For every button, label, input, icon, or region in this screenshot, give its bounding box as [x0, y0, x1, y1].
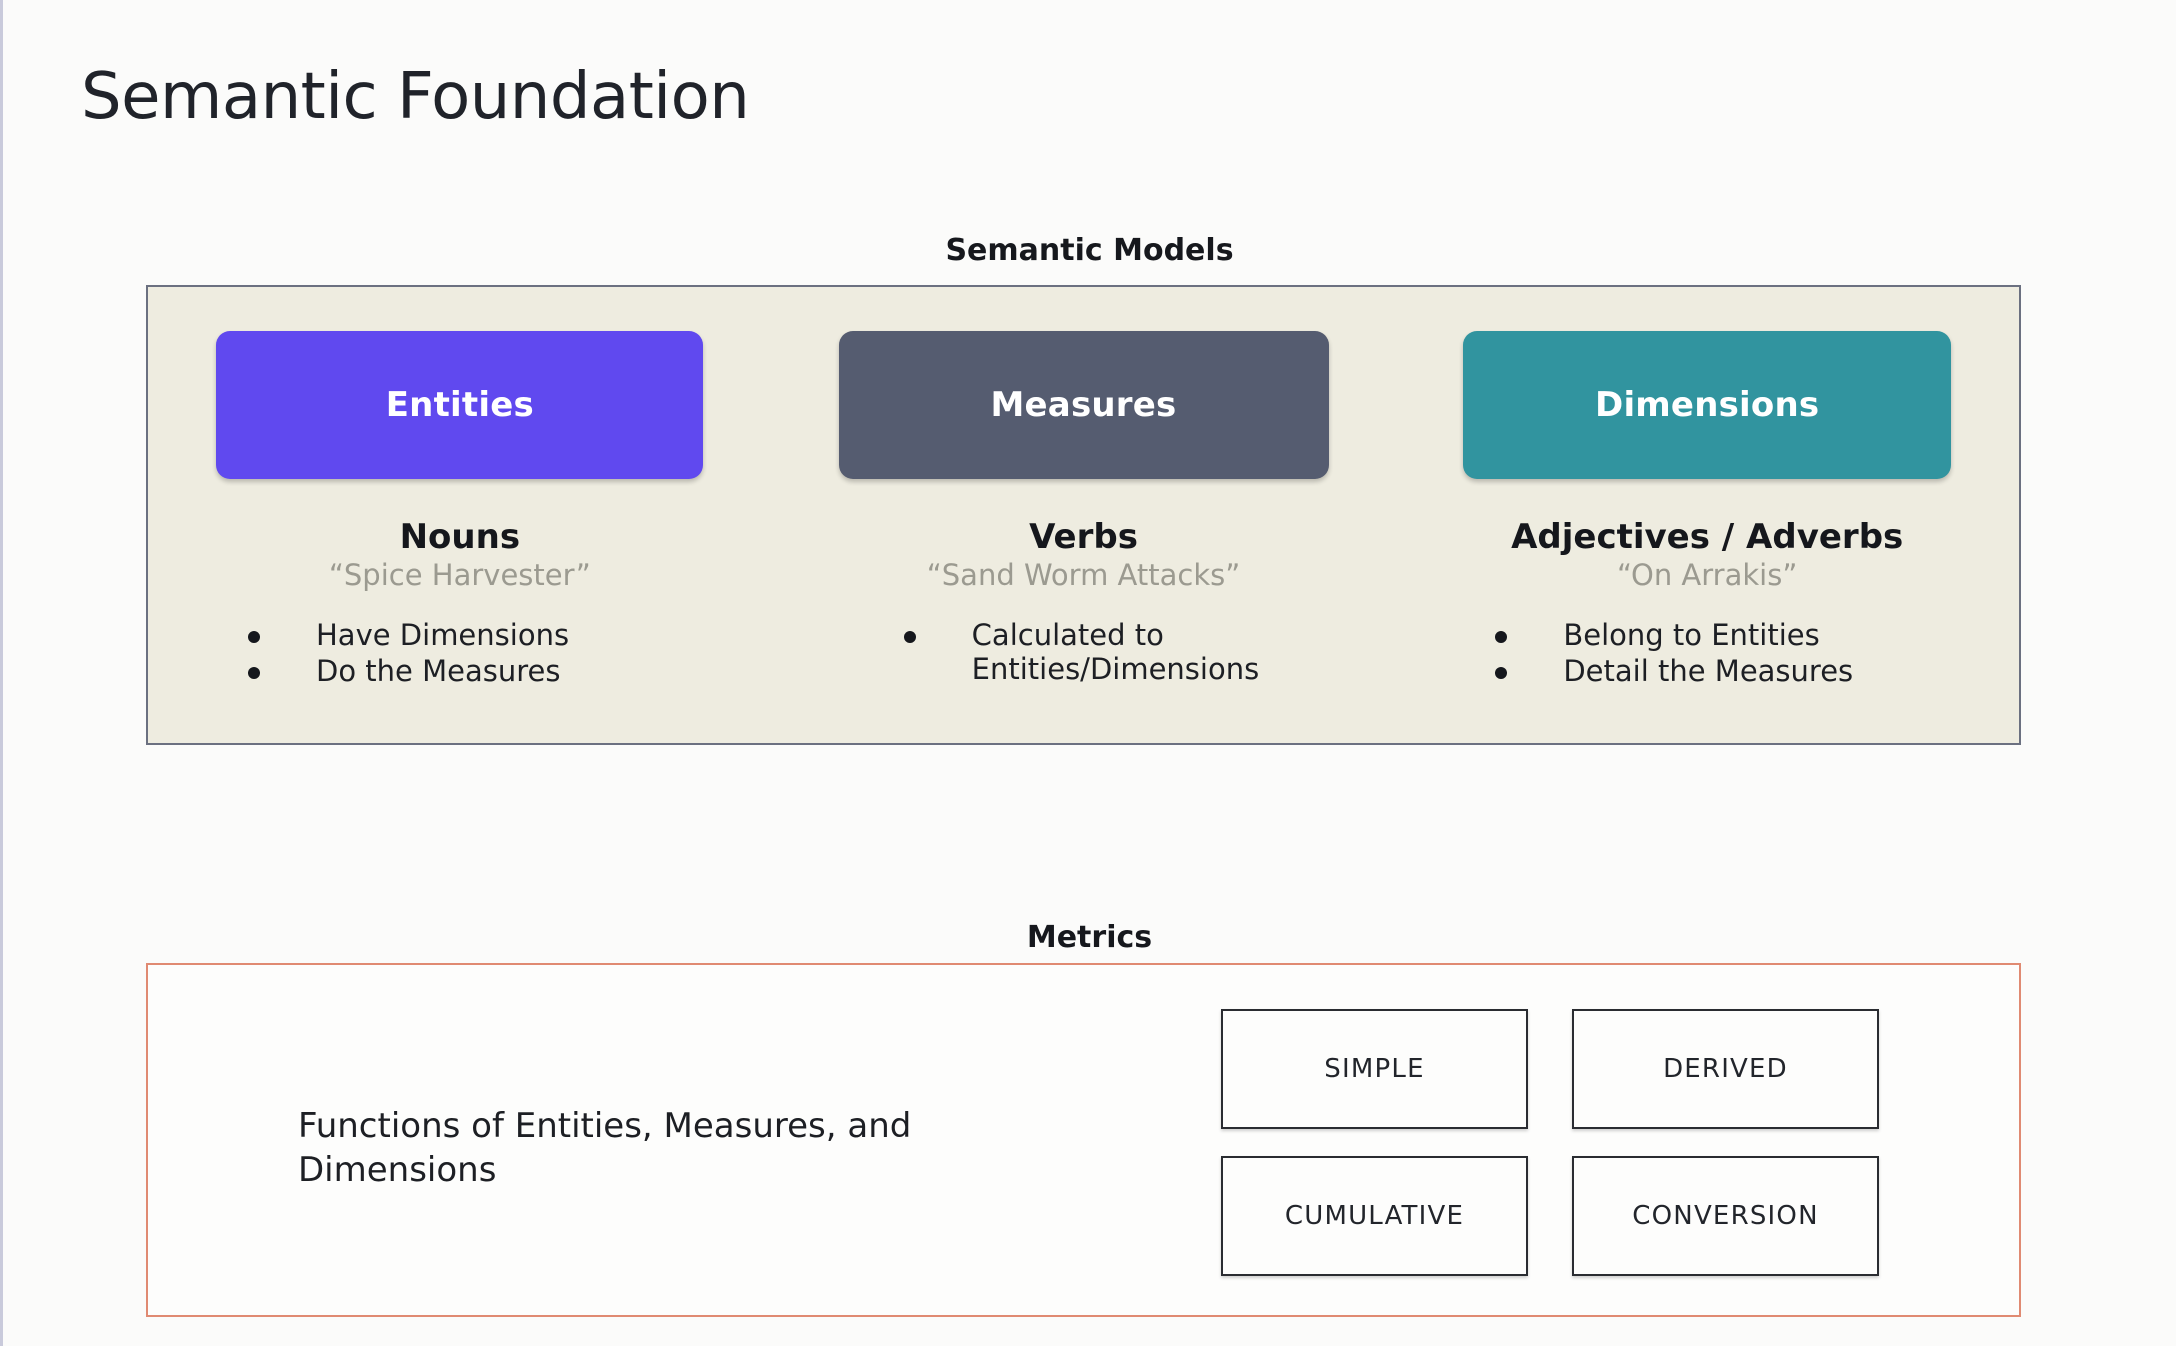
dimensions-example: “On Arrakis” — [1617, 557, 1798, 592]
dimensions-pill[interactable]: Dimensions — [1463, 331, 1952, 479]
semantic-column-dimensions: Dimensions Adjectives / Adverbs “On Arra… — [1395, 287, 2019, 743]
list-item-label: Calculated to Entities/Dimensions — [971, 617, 1260, 686]
list-item: Have Dimensions — [248, 618, 772, 652]
entities-pill[interactable]: Entities — [216, 331, 704, 479]
dimensions-part-of-speech: Adjectives / Adverbs — [1511, 517, 1904, 557]
list-item-label: Do the Measures — [316, 653, 561, 688]
metrics-caption: Metrics — [1026, 920, 1153, 955]
metric-type-cumulative[interactable]: CUMULATIVE — [1221, 1156, 1528, 1276]
list-item: Belong to Entities — [1495, 618, 2019, 652]
list-item: Calculated to Entities/Dimensions — [903, 617, 1396, 686]
measures-example: “Sand Worm Attacks” — [926, 557, 1241, 592]
metric-type-conversion[interactable]: CONVERSION — [1572, 1156, 1879, 1276]
measures-part-of-speech: Verbs — [1029, 517, 1138, 557]
semantic-column-measures: Measures Verbs “Sand Worm Attacks” Calcu… — [772, 287, 1396, 743]
measures-bullet-list: Calculated to Entities/Dimensions — [772, 618, 1396, 686]
page-title: Semantic Foundation — [81, 60, 750, 134]
metrics-description: Functions of Entities, Measures, and Dim… — [298, 1106, 912, 1190]
dimensions-bullet-list: Belong to Entities Detail the Measures — [1395, 618, 2019, 688]
entities-part-of-speech: Nouns — [399, 517, 521, 557]
measures-pill[interactable]: Measures — [838, 331, 1329, 479]
metrics-panel: Functions of Entities, Measures, and Dim… — [146, 963, 2021, 1317]
list-item-label: Have Dimensions — [316, 617, 570, 652]
list-item: Do the Measures — [248, 654, 772, 688]
bullet-dot-icon — [903, 630, 916, 643]
bullet-dot-icon — [1495, 666, 1508, 679]
entities-bullet-list: Have Dimensions Do the Measures — [148, 618, 772, 688]
bullet-dot-icon — [248, 666, 260, 679]
metric-type-grid: SIMPLE DERIVED CUMULATIVE CONVERSION — [1221, 1009, 1879, 1276]
semantic-models-caption: Semantic Models — [945, 233, 1234, 268]
metric-type-derived[interactable]: DERIVED — [1572, 1009, 1879, 1129]
bullet-dot-icon — [248, 630, 260, 643]
bullet-dot-icon — [1495, 630, 1508, 643]
entities-example: “Spice Harvester” — [328, 557, 591, 592]
list-item-label: Detail the Measures — [1563, 653, 1854, 688]
metric-type-simple[interactable]: SIMPLE — [1221, 1009, 1528, 1129]
list-item-label: Belong to Entities — [1563, 617, 1820, 652]
semantic-models-panel: Entities Nouns “Spice Harvester” Have Di… — [146, 285, 2021, 745]
semantic-column-entities: Entities Nouns “Spice Harvester” Have Di… — [148, 287, 772, 743]
list-item: Detail the Measures — [1495, 654, 2019, 688]
